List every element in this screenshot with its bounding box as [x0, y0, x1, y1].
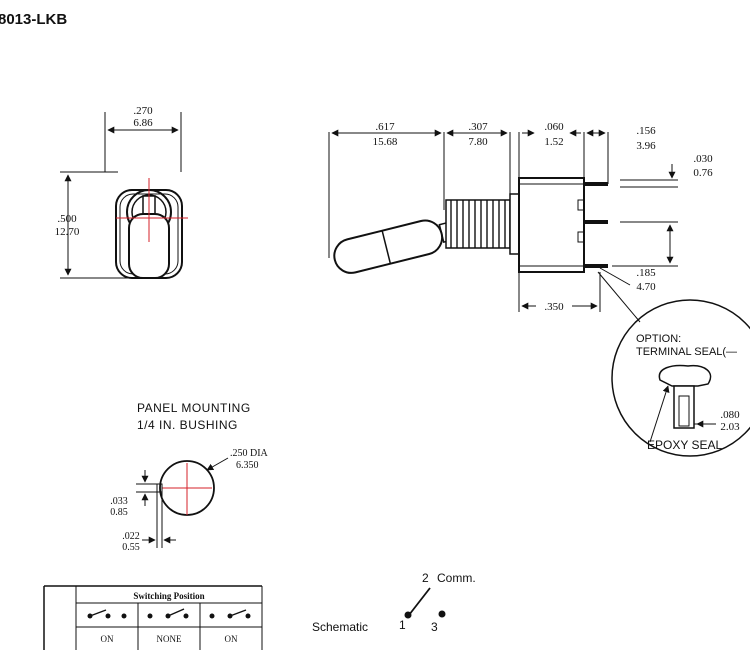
panel-mounting-line1: PANEL MOUNTING — [137, 401, 251, 415]
switching-table-title: Switching Position — [133, 591, 204, 601]
contact-symbol-2 — [147, 608, 189, 619]
schematic-pin-1: 1 — [399, 618, 406, 632]
option-label: OPTION: — [636, 333, 681, 345]
position-2-label: NONE — [157, 634, 182, 644]
front-width-mm: 6.86 — [133, 117, 153, 129]
lever-length-mm: 15.68 — [373, 136, 398, 148]
flat-dim-mm: 0.85 — [110, 507, 128, 518]
terminal-pitch-mm: 4.70 — [636, 281, 656, 293]
seal-dim-mm: 2.03 — [720, 421, 740, 433]
contact-symbol-1 — [87, 609, 127, 619]
epoxy-seal-label: EPOXY SEAL — [647, 438, 722, 452]
position-1-label: ON — [101, 634, 114, 644]
terminal-seal-label: TERMINAL SEAL(— — [636, 346, 737, 358]
lever-length-in: .617 — [375, 121, 395, 133]
hole-dia-in: .250 DIA — [230, 448, 269, 459]
panel-mounting-line2: 1/4 IN. BUSHING — [137, 418, 238, 432]
schematic-pin-2: 2 — [422, 571, 429, 585]
side-view: .617 15.68 .307 7.80 .060 1.52 .156 3.96 — [328, 121, 713, 313]
terminal-pitch-in: .185 — [636, 267, 656, 279]
schematic-pin-3: 3 — [431, 620, 438, 634]
schematic: Schematic 2 Comm. 1 3 — [312, 571, 476, 634]
terminal-length-in: .156 — [636, 125, 656, 137]
schematic-comm-label: Comm. — [437, 571, 476, 585]
flat-dim-in: .033 — [110, 496, 128, 507]
front-height-in: .500 — [57, 213, 77, 225]
switching-table: Switching Position ON NONE ON — [43, 585, 263, 650]
seal-dim-in: .080 — [720, 409, 740, 421]
front-height-mm: 12.70 — [55, 226, 80, 238]
terminal-thickness-in: .030 — [693, 153, 713, 165]
terminal-thickness-mm: 0.76 — [693, 167, 713, 179]
body-width-in: .350 — [544, 301, 564, 313]
nut-thickness-in: .060 — [544, 121, 564, 133]
part-number: 8013-LKB — [0, 11, 67, 28]
hole-dia-mm: 6.350 — [236, 460, 259, 471]
schematic-label: Schematic — [312, 620, 368, 634]
front-width-in: .270 — [133, 105, 153, 117]
panel-mounting: PANEL MOUNTING 1/4 IN. BUSHING .250 DIA … — [110, 401, 268, 553]
front-view: .270 6.86 .500 12.70 — [55, 105, 188, 279]
contact-symbol-3 — [209, 609, 251, 619]
key-dim-mm: 0.55 — [122, 542, 140, 553]
seal-option-detail: OPTION: TERMINAL SEAL(— .080 2.03 EPOXY … — [597, 271, 750, 457]
nut-thickness-mm: 1.52 — [544, 136, 563, 148]
key-dim-in: .022 — [122, 531, 140, 542]
terminal-length-mm: 3.96 — [636, 140, 656, 152]
bushing-length-in: .307 — [468, 121, 488, 133]
position-3-label: ON — [225, 634, 238, 644]
bushing-length-mm: 7.80 — [468, 136, 488, 148]
